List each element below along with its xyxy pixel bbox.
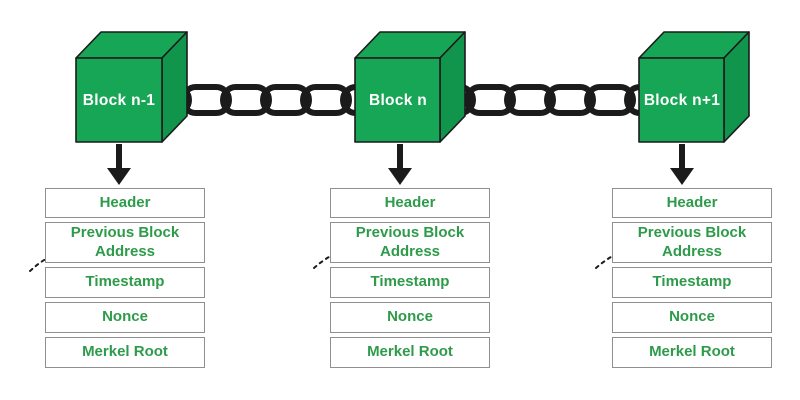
field-label: Merkel Root <box>649 343 735 361</box>
block-label: Block n+1 <box>644 92 720 109</box>
chain-icon <box>424 84 676 116</box>
field-label: Header <box>666 193 718 211</box>
field-label: Merkel Root <box>82 343 168 361</box>
arrow-down-icon <box>670 144 694 185</box>
field-box-previous-block-address: Previous Block Address <box>45 222 205 263</box>
field-box-timestamp: Timestamp <box>612 267 772 298</box>
block-fields-column: Header Previous Block Address Timestamp … <box>45 188 205 368</box>
field-box-nonce: Nonce <box>612 302 772 333</box>
block-label: Block n-1 <box>83 92 156 109</box>
field-label: Timestamp <box>652 273 732 291</box>
field-label: Previous Block Address <box>355 223 465 260</box>
field-box-previous-block-address: Previous Block Address <box>330 222 490 263</box>
arrow-down-icon <box>107 144 131 185</box>
field-box-header: Header <box>330 188 490 218</box>
field-label: Timestamp <box>85 273 165 291</box>
field-box-nonce: Nonce <box>45 302 205 333</box>
field-label: Timestamp <box>370 273 450 291</box>
field-box-header: Header <box>45 188 205 218</box>
field-box-timestamp: Timestamp <box>45 267 205 298</box>
field-label: Nonce <box>669 308 715 326</box>
arrow-down-icon <box>388 144 412 185</box>
block-fields-column: Header Previous Block Address Timestamp … <box>330 188 490 368</box>
field-box-timestamp: Timestamp <box>330 267 490 298</box>
block-cube: Block n+1 <box>638 31 750 143</box>
field-label: Previous Block Address <box>637 223 747 260</box>
block-fields-column: Header Previous Block Address Timestamp … <box>612 188 772 368</box>
field-box-nonce: Nonce <box>330 302 490 333</box>
field-box-merkel-root: Merkel Root <box>45 337 205 368</box>
block-cube: Block n-1 <box>75 31 188 143</box>
block-label: Block n <box>369 92 427 109</box>
field-box-previous-block-address: Previous Block Address <box>612 222 772 263</box>
field-label: Nonce <box>387 308 433 326</box>
field-box-header: Header <box>612 188 772 218</box>
field-label: Merkel Root <box>367 343 453 361</box>
field-label: Header <box>99 193 151 211</box>
block-cube: Block n <box>354 31 466 143</box>
field-label: Header <box>384 193 436 211</box>
field-box-merkel-root: Merkel Root <box>330 337 490 368</box>
field-label: Previous Block Address <box>70 223 180 260</box>
field-box-merkel-root: Merkel Root <box>612 337 772 368</box>
field-label: Nonce <box>102 308 148 326</box>
